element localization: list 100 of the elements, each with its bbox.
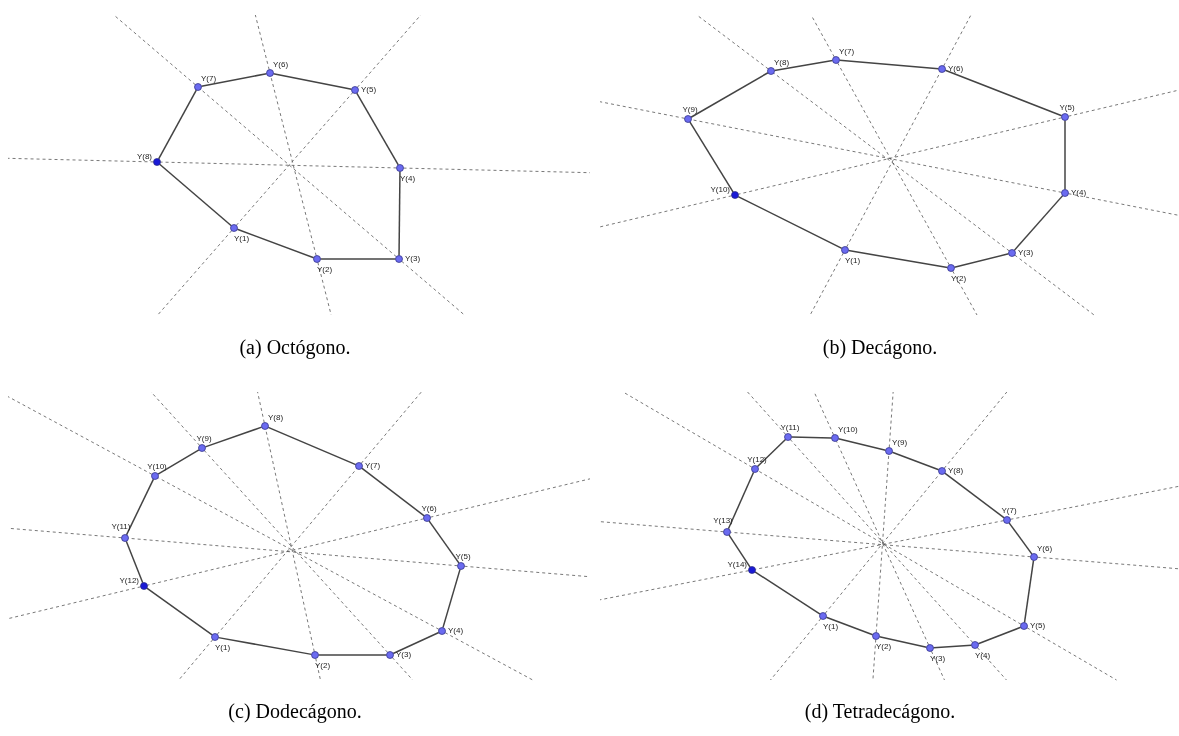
vertex-point bbox=[230, 224, 250, 243]
vertex-label: Y(5) bbox=[1059, 103, 1075, 112]
vertex-label: Y(4) bbox=[400, 174, 416, 183]
vertex-label: Y(6) bbox=[948, 64, 964, 73]
polygon-side bbox=[125, 540, 144, 584]
polygon-side bbox=[838, 59, 940, 70]
polygon-side bbox=[157, 449, 200, 475]
dashed-line bbox=[157, 477, 440, 630]
vertex-point bbox=[780, 423, 800, 441]
subfigure-caption: (a) Octógono. bbox=[239, 336, 351, 359]
vertex-label: Y(3) bbox=[405, 254, 421, 263]
vertex-label: Y(3) bbox=[930, 654, 946, 663]
vertex-point bbox=[396, 164, 416, 183]
dashed-line bbox=[265, 429, 315, 652]
vertex-label: Y(5) bbox=[1030, 621, 1046, 630]
dashed-line bbox=[270, 76, 317, 256]
vertex-point bbox=[211, 633, 231, 652]
vertex-label: Y(13) bbox=[713, 516, 733, 525]
vertex-label: Y(5) bbox=[361, 85, 377, 94]
polygon-side bbox=[398, 170, 401, 257]
vertex-point bbox=[261, 413, 284, 430]
vertex-point bbox=[311, 651, 331, 670]
vertex-label: Y(3) bbox=[1018, 248, 1034, 257]
polygon-side bbox=[953, 253, 1010, 268]
polygon-side bbox=[944, 69, 1063, 117]
vertex-label: Y(9) bbox=[892, 438, 908, 447]
dashed-line bbox=[216, 468, 358, 635]
vertex-label: Y(2) bbox=[951, 274, 967, 283]
vertex-point bbox=[1061, 188, 1087, 197]
vertex-label: Y(10) bbox=[147, 462, 167, 471]
polygon-side bbox=[392, 631, 440, 655]
dashed-line bbox=[738, 117, 1062, 195]
polygon-side bbox=[689, 121, 734, 193]
dashed-line bbox=[160, 161, 397, 169]
vertex-point bbox=[727, 560, 756, 574]
vertex-label: Y(10) bbox=[710, 185, 730, 194]
polygon-side bbox=[272, 72, 353, 91]
vertex-label: Y(4) bbox=[1071, 188, 1087, 197]
polygon-side bbox=[977, 626, 1022, 645]
polygon-side bbox=[790, 436, 833, 439]
vertex-point bbox=[872, 632, 892, 651]
vertex-point bbox=[938, 64, 964, 73]
polygon-side bbox=[317, 654, 388, 656]
vertex-label: Y(8) bbox=[268, 413, 284, 422]
dashed-line bbox=[757, 470, 1022, 625]
vertex-point bbox=[147, 462, 167, 480]
vertex-label: Y(7) bbox=[365, 461, 381, 470]
vertex-label: Y(1) bbox=[234, 234, 250, 243]
vertex-point bbox=[386, 650, 412, 659]
polygon-side bbox=[361, 467, 425, 517]
vertex-point bbox=[455, 552, 471, 570]
vertex-label: Y(1) bbox=[215, 643, 231, 652]
vertex-point bbox=[938, 466, 964, 475]
vertex-point bbox=[832, 47, 855, 64]
vertex-point bbox=[841, 246, 861, 265]
vertex-point bbox=[926, 644, 946, 663]
vertex-label: Y(7) bbox=[1001, 506, 1017, 515]
vertex-label: Y(8) bbox=[136, 152, 152, 161]
polygon-side bbox=[1064, 119, 1066, 191]
polygon-side bbox=[217, 636, 313, 656]
dashed-line bbox=[203, 450, 389, 653]
polygon-side bbox=[773, 59, 834, 72]
polygon-side bbox=[1013, 194, 1064, 252]
vertex-point bbox=[313, 255, 333, 274]
polygon-side bbox=[236, 228, 315, 259]
vertex-point bbox=[136, 152, 161, 166]
polygon-side bbox=[944, 472, 1005, 519]
vertex-label: Y(7) bbox=[201, 74, 217, 83]
polygon-side bbox=[1023, 559, 1035, 624]
polygon-side bbox=[891, 451, 940, 471]
dashed-line bbox=[836, 440, 929, 646]
dashed-line bbox=[147, 518, 424, 586]
polygon-side bbox=[157, 89, 198, 160]
vertex-label: Y(8) bbox=[774, 58, 790, 67]
dashed-line bbox=[235, 92, 354, 226]
subfigure-caption: (b) Decágono. bbox=[822, 336, 938, 359]
vertex-point bbox=[355, 461, 381, 470]
vertex-label: Y(2) bbox=[876, 642, 892, 651]
vertex-point bbox=[947, 264, 967, 283]
dashed-line bbox=[691, 119, 1062, 193]
dashed-line bbox=[200, 88, 397, 258]
vertex-label: Y(12) bbox=[119, 576, 139, 585]
polygon-side bbox=[878, 636, 928, 648]
polygon-side bbox=[737, 195, 843, 250]
vertex-point bbox=[351, 85, 377, 94]
vertex-label: Y(8) bbox=[948, 466, 964, 475]
polygon-side bbox=[146, 587, 213, 636]
polygon-side bbox=[1008, 522, 1033, 555]
polygon-side bbox=[200, 72, 268, 88]
polygon-side bbox=[847, 249, 949, 269]
vertex-point bbox=[971, 641, 991, 660]
vertex-label: Y(9) bbox=[196, 434, 212, 443]
dashed-line bbox=[773, 72, 1010, 252]
dashed-line bbox=[789, 439, 974, 643]
polygon-side bbox=[754, 571, 821, 615]
subfigure-caption: (c) Dodecágono. bbox=[228, 700, 362, 723]
vertex-point bbox=[767, 58, 790, 75]
vertex-label: Y(7) bbox=[839, 47, 855, 56]
vertex-label: Y(12) bbox=[747, 455, 767, 464]
polygon-side bbox=[727, 471, 755, 530]
